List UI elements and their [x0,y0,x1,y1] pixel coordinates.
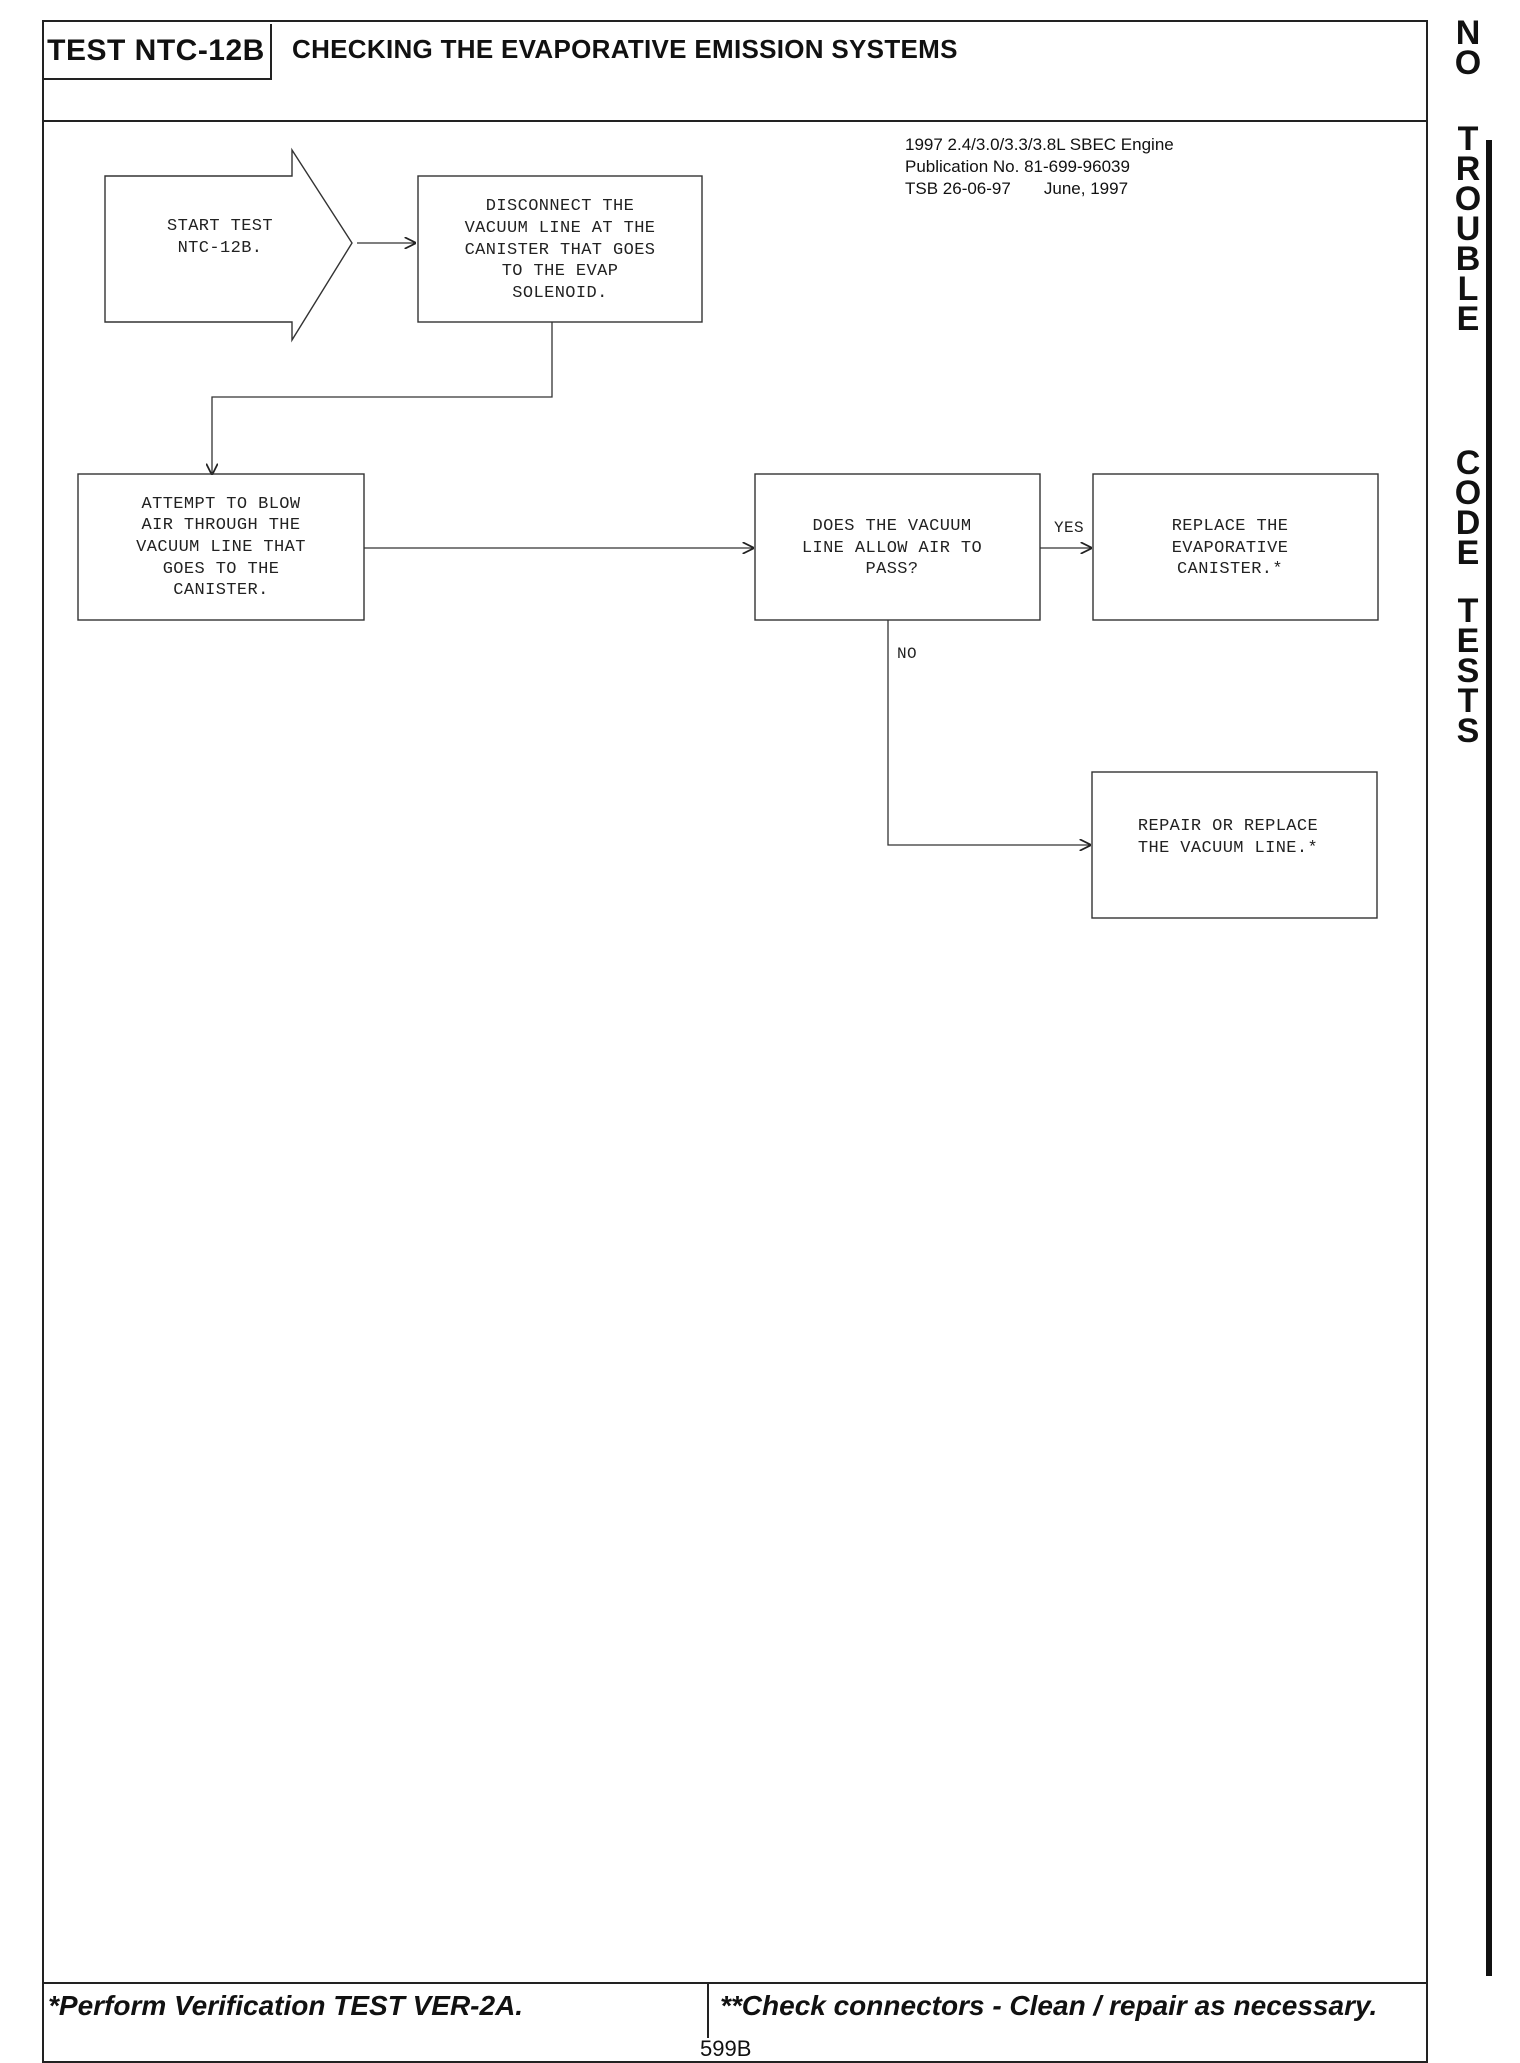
attempt-text: ATTEMPT TO BLOW [141,495,300,514]
attempt-text: CANISTER. [173,581,268,600]
disconnect-text: TO THE EVAP [502,262,619,281]
page-number: 599B [700,2036,752,2061]
attempt-text: AIR THROUGH THE [141,516,300,535]
footer-column-divider [707,1982,709,2038]
side-tab-letter: C [1455,444,1481,482]
side-tab-bar [1486,140,1492,1976]
publication-info: 1997 2.4/3.0/3.3/3.8L SBEC Engine Public… [905,134,1174,200]
side-tab-letter: E [1456,300,1480,338]
footer-verification-note: *Perform Verification TEST VER-2A. [48,1990,524,2021]
side-tab-letter: U [1455,210,1481,248]
test-id-label: TEST NTC-12B [42,24,272,80]
question-text: PASS? [865,560,918,579]
repair-line-text: THE VACUUM LINE.* [1138,839,1318,858]
publication-tsb-date: TSB 26-06-97 June, 1997 [905,179,1129,198]
side-tab-letter: L [1457,270,1479,308]
replace-canister-text: EVAPORATIVE [1172,539,1289,558]
disconnect-text: VACUUM LINE AT THE [465,219,656,238]
connector-arrow [212,322,553,474]
side-tab-letter: O [1454,44,1482,82]
start-text: START TEST [167,217,273,236]
disconnect-text: SOLENOID. [512,284,607,303]
replace-canister-box [1092,473,1379,621]
disconnect-text: CANISTER THAT GOES [465,241,656,260]
publication-number: Publication No. 81-699-96039 [905,157,1130,176]
side-tab-letter: E [1456,622,1480,660]
replace-canister-text: REPLACE THE [1172,517,1289,536]
start-text: NTC-12B. [178,239,263,258]
no-label: NO [897,645,917,663]
footer-divider [42,1982,1428,1984]
attempt-text: VACUUM LINE THAT [136,538,306,557]
side-tab-letter: N [1455,14,1481,52]
disconnect-box [417,175,703,323]
side-tab-letter: R [1455,150,1481,188]
side-tab-letter: O [1454,474,1482,512]
question-box [754,473,1041,621]
footer-connectors-note: **Check connectors - Clean / repair as n… [720,1990,1378,2021]
page-title: CHECKING THE EVAPORATIVE EMISSION SYSTEM… [292,34,958,64]
side-tab-letter: B [1455,240,1481,278]
publication-engine: 1997 2.4/3.0/3.3/3.8L SBEC Engine [905,135,1174,154]
side-tab-letter: O [1454,180,1482,218]
connector-arrow [887,620,1090,845]
repair-line-box [1091,771,1378,919]
side-tab-letter: S [1456,652,1480,690]
side-tab-letter: T [1457,682,1479,720]
side-tab-letter: T [1457,120,1479,158]
attempt-box [77,473,365,621]
question-text: DOES THE VACUUM [812,517,971,536]
disconnect-text: DISCONNECT THE [486,197,634,216]
yes-label: YES [1054,519,1084,537]
question-text: LINE ALLOW AIR TO [802,539,982,558]
repair-line-text: REPAIR OR REPLACE [1138,817,1318,836]
attempt-text: GOES TO THE [163,560,280,579]
side-tab-letter: D [1455,504,1481,542]
side-tab-letter: T [1457,592,1479,630]
start-arrow-shape [104,147,353,343]
side-tab-letter: S [1456,712,1480,750]
header-divider [42,120,1428,122]
replace-canister-text: CANISTER.* [1177,560,1283,579]
side-tab-letter: E [1456,534,1480,572]
